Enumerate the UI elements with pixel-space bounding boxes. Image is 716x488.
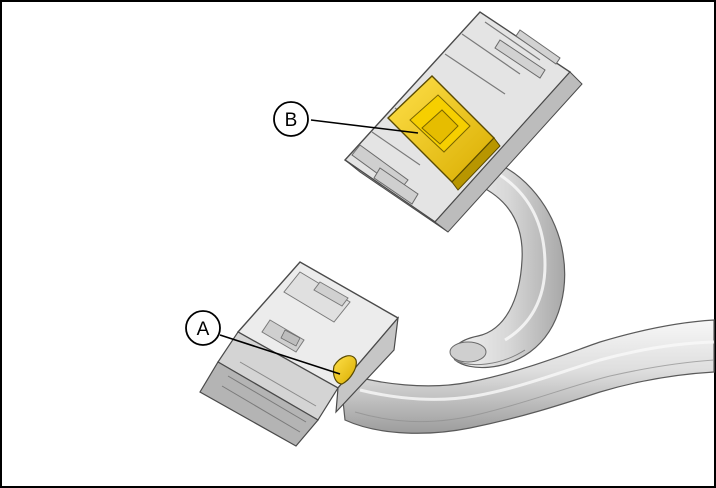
wire-harness-main: [339, 319, 715, 434]
callout-b-label: B: [285, 110, 298, 131]
wire-harness-upper: [449, 159, 566, 369]
circled-letter-icon: [273, 101, 309, 137]
circled-letter-icon: [185, 310, 221, 346]
callout-a-label: A: [197, 319, 210, 340]
connector-b: [343, 11, 583, 233]
connector-a: [199, 261, 400, 447]
callout-a: A: [185, 310, 341, 375]
leader-line-a: [219, 334, 341, 375]
callout-b: B: [273, 101, 419, 137]
leader-line-b: [310, 119, 419, 134]
